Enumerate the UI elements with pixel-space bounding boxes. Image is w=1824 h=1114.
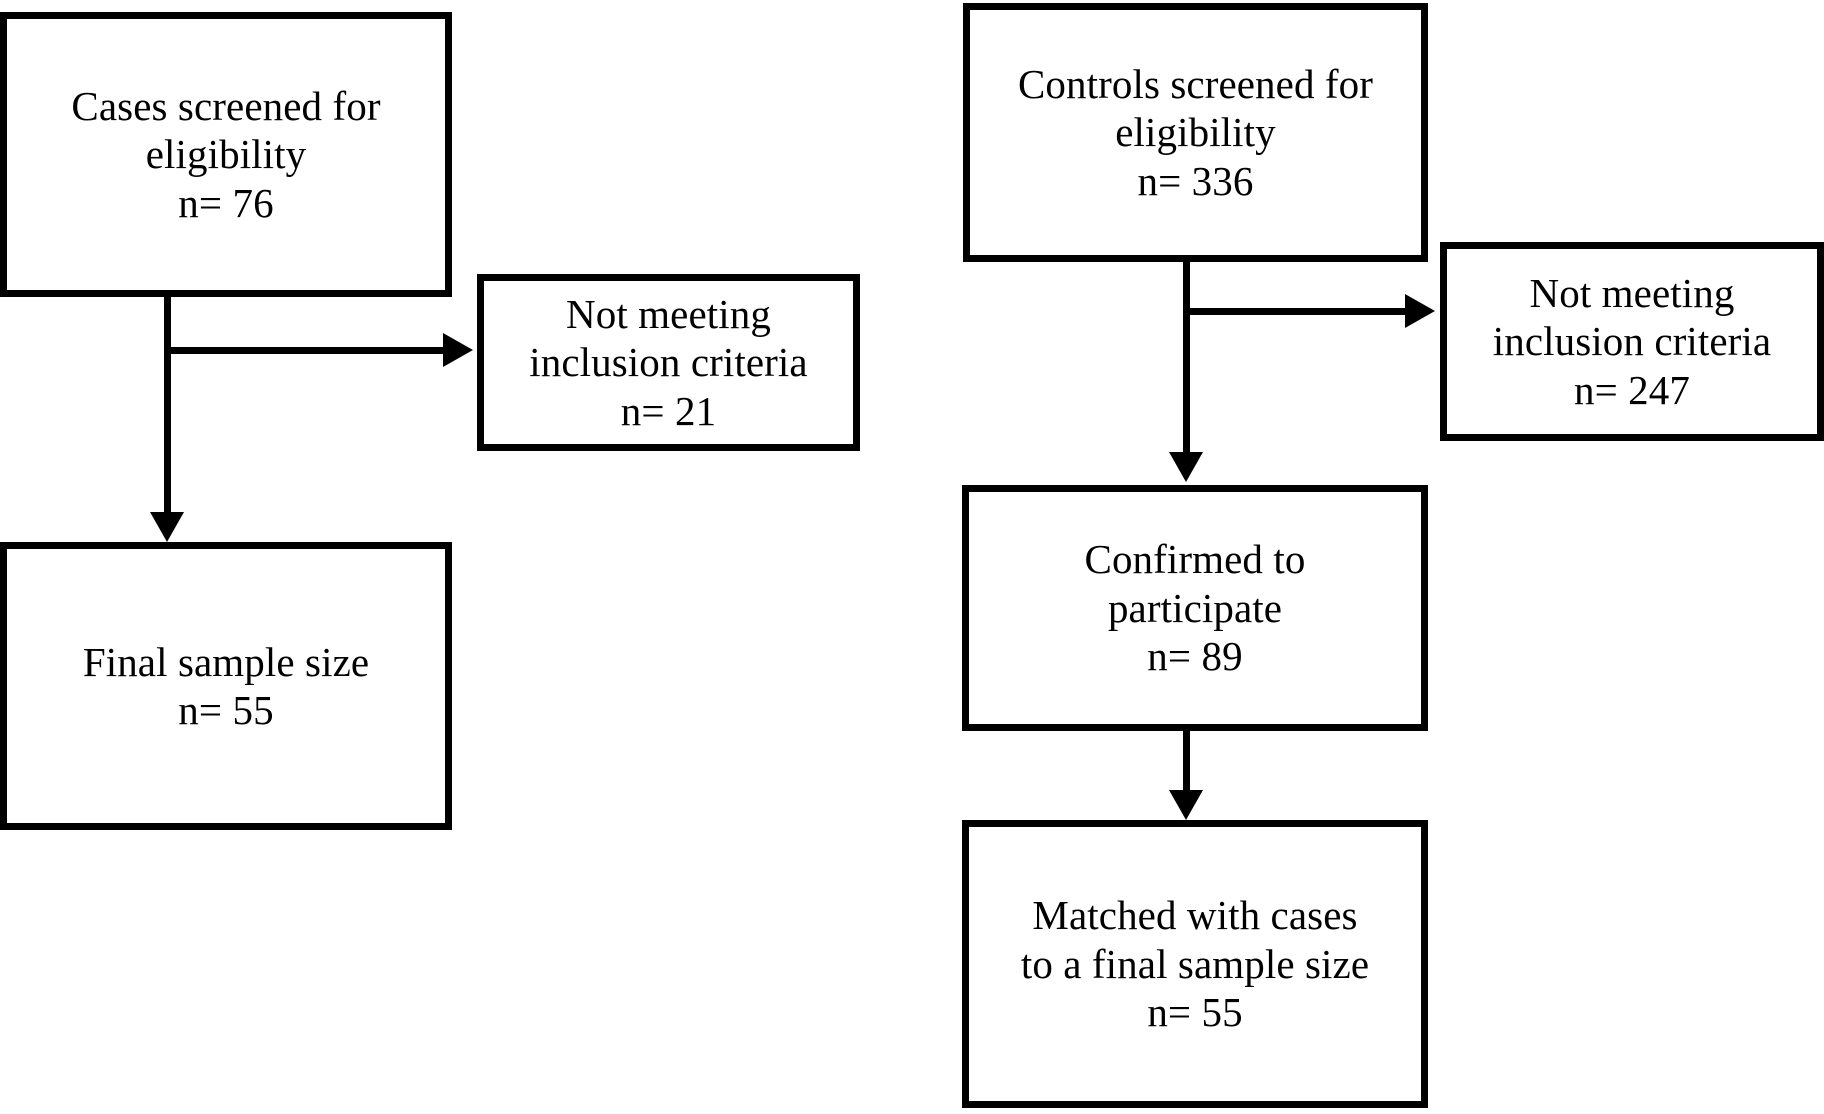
edge-cases-screened-to-final-arrowhead [150, 512, 184, 542]
edge-cases-screened-to-excluded-arrowhead [443, 333, 473, 367]
node-cases-final: Final sample size n= 55 [0, 542, 452, 830]
edge-controls-screened-to-excluded-line [1183, 308, 1409, 315]
node-controls-excluded-text: Not meeting inclusion criteria n= 247 [1492, 269, 1772, 413]
edge-controls-confirmed-to-matched-arrowhead [1169, 790, 1203, 820]
edge-controls-screened-to-confirmed-line [1183, 262, 1190, 455]
node-cases-excluded-text: Not meeting inclusion criteria n= 21 [529, 290, 808, 434]
node-controls-confirmed: Confirmed to participate n= 89 [962, 485, 1428, 731]
node-cases-screened: Cases screened for eligibility n= 76 [0, 12, 452, 297]
node-cases-final-text: Final sample size n= 55 [82, 638, 370, 733]
node-controls-confirmed-text: Confirmed to participate n= 89 [1084, 536, 1306, 680]
edge-cases-screened-to-final-line [164, 297, 171, 534]
node-controls-matched: Matched with cases to a final sample siz… [962, 820, 1428, 1108]
edge-controls-screened-to-confirmed-arrowhead [1169, 452, 1203, 482]
node-cases-excluded: Not meeting inclusion criteria n= 21 [477, 274, 860, 451]
node-controls-excluded: Not meeting inclusion criteria n= 247 [1440, 242, 1824, 441]
node-controls-screened-text: Controls screened for eligibility n= 336 [1017, 60, 1374, 204]
node-controls-screened: Controls screened for eligibility n= 336 [963, 3, 1428, 262]
edge-cases-screened-to-excluded-line [164, 347, 447, 354]
node-controls-matched-text: Matched with cases to a final sample siz… [1020, 892, 1370, 1036]
edge-controls-screened-to-excluded-arrowhead [1405, 294, 1435, 328]
edge-controls-confirmed-to-matched-line [1183, 731, 1190, 793]
node-cases-screened-text: Cases screened for eligibility n= 76 [71, 82, 381, 226]
